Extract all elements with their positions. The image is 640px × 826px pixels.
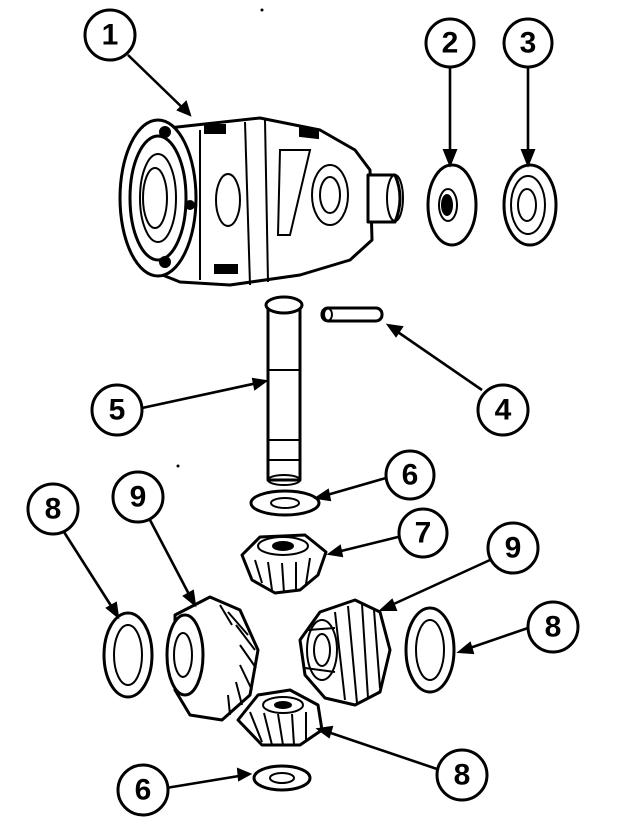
side-thrust-washer-left bbox=[102, 611, 154, 699]
arrowhead-4 bbox=[385, 323, 404, 338]
callout-6b: 6 bbox=[116, 763, 170, 817]
callout-7: 7 bbox=[397, 507, 449, 559]
leader-lines bbox=[62, 54, 530, 790]
arrowhead-6a bbox=[313, 488, 332, 502]
leader-4 bbox=[391, 326, 483, 392]
scan-speck bbox=[260, 8, 264, 12]
callout-3-label: 3 bbox=[520, 27, 537, 60]
callout-6a: 6 bbox=[384, 449, 436, 501]
leader-1 bbox=[127, 54, 191, 116]
callout-9b: 9 bbox=[486, 521, 540, 575]
callout-5-label: 5 bbox=[109, 394, 126, 427]
lock-pin bbox=[320, 306, 384, 323]
pinion-thrust-washer-bottom bbox=[252, 764, 312, 792]
callout-5: 5 bbox=[90, 383, 144, 437]
callout-8a-label: 8 bbox=[45, 493, 62, 526]
callout-8c: 8 bbox=[435, 748, 489, 802]
pinion-thrust-washer-top bbox=[249, 489, 321, 517]
arrowhead-8c bbox=[315, 725, 334, 739]
side-gear-right bbox=[298, 598, 392, 707]
leader-9b bbox=[384, 558, 491, 610]
arrowhead-9a bbox=[182, 589, 197, 608]
leader-5 bbox=[141, 380, 263, 410]
callout-9a-label: 9 bbox=[130, 481, 147, 514]
side-gear-left bbox=[165, 595, 260, 722]
pinion-gear-top bbox=[240, 533, 328, 595]
leader-8b bbox=[463, 626, 529, 652]
leader-6b bbox=[165, 773, 246, 790]
callout-6b-label: 6 bbox=[135, 774, 152, 807]
callout-4-label: 4 bbox=[495, 394, 512, 427]
arrowhead-7 bbox=[326, 544, 344, 558]
arrowhead-9b bbox=[378, 598, 398, 611]
thrust-washer-left bbox=[426, 163, 478, 247]
leader-9a bbox=[148, 519, 194, 601]
leader-8a bbox=[62, 531, 117, 613]
leader-8c bbox=[321, 728, 441, 772]
callout-8a: 8 bbox=[26, 482, 80, 536]
arrowhead-8a bbox=[105, 601, 120, 620]
scan-speck bbox=[176, 464, 180, 468]
arrowhead-5 bbox=[251, 377, 269, 391]
callout-7-label: 7 bbox=[415, 517, 432, 550]
callout-9a: 9 bbox=[111, 470, 165, 524]
callout-2: 2 bbox=[424, 17, 476, 69]
arrowhead-6b bbox=[236, 767, 253, 782]
pinion-shaft bbox=[264, 295, 304, 486]
callout-4: 4 bbox=[476, 383, 530, 437]
differential-case bbox=[118, 116, 404, 287]
pinion-gear-bottom bbox=[236, 688, 324, 747]
side-thrust-washer-right bbox=[404, 606, 456, 694]
callout-1-label: 1 bbox=[102, 19, 119, 52]
leader-6a bbox=[319, 476, 387, 499]
arrowhead-3 bbox=[520, 149, 536, 168]
leader-7 bbox=[332, 535, 399, 555]
arrowhead-8b bbox=[456, 641, 475, 655]
callout-6a-label: 6 bbox=[402, 459, 419, 492]
arrowhead-1 bbox=[176, 100, 192, 117]
arrowhead-2 bbox=[442, 149, 458, 168]
callout-9b-label: 9 bbox=[505, 532, 522, 565]
callout-3: 3 bbox=[502, 17, 554, 69]
callout-8b-label: 8 bbox=[545, 611, 562, 644]
arrowheads bbox=[105, 100, 536, 782]
callout-2-label: 2 bbox=[442, 27, 459, 60]
callout-1: 1 bbox=[83, 8, 137, 62]
thrust-washer-right bbox=[502, 163, 558, 247]
callout-8b: 8 bbox=[526, 600, 580, 654]
callout-8c-label: 8 bbox=[454, 759, 471, 792]
